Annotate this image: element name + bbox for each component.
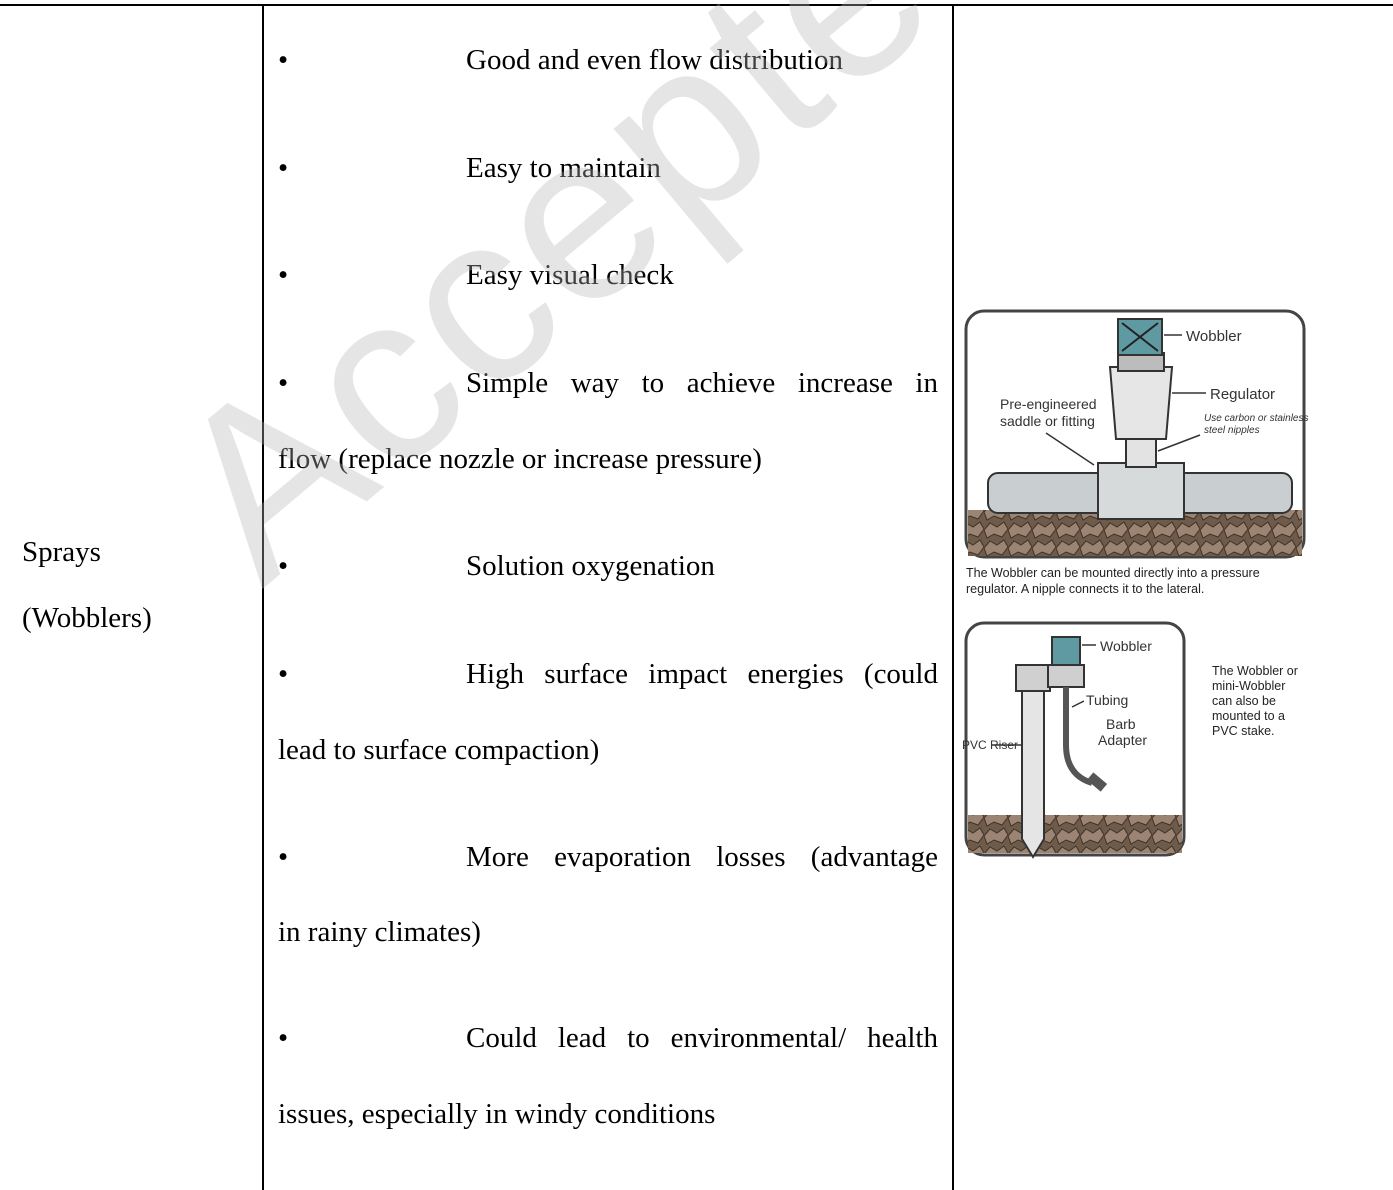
label-barb-2: Adapter: [1098, 732, 1147, 748]
bullet-text: Simple way to achieve increase in: [466, 367, 938, 399]
bottom-panel: Wobbler Tubing Barb Adapter PVC Riser: [962, 621, 1186, 859]
wobbler-mounting-figure: Wobbler Regulator Pre-engineered saddle …: [962, 309, 1309, 859]
bullet-dot: •: [278, 1022, 289, 1054]
bullet-text: Could lead to environmental/ health: [466, 1022, 938, 1054]
table-top-border: [0, 4, 1393, 6]
label-wobbler-2: Wobbler: [1100, 638, 1152, 654]
bullet-text: High surface impact energies (could: [466, 658, 938, 690]
label-tubing: Tubing: [1086, 692, 1128, 708]
side-caption-line-1: The Wobbler or: [1212, 664, 1298, 678]
side-caption-line-3: can also be: [1212, 694, 1276, 708]
bullet-text: Good and even flow distribution: [466, 44, 843, 76]
column-divider-right: [952, 4, 954, 1190]
bullet-dot: •: [278, 841, 289, 873]
row-label-line-2: (Wobblers): [22, 602, 152, 634]
bullet-continuation: in rainy climates): [278, 916, 481, 948]
bullet-text: Easy visual check: [466, 259, 674, 291]
top-panel: Wobbler Regulator Pre-engineered saddle …: [964, 309, 1309, 559]
label-saddle-1: Pre-engineered: [1000, 396, 1097, 412]
side-caption-line-4: mounted to a: [1212, 709, 1285, 723]
column-divider-left: [262, 4, 264, 1190]
bullet-text: Solution oxygenation: [466, 550, 715, 582]
top-caption-line-1: The Wobbler can be mounted directly into…: [966, 566, 1260, 580]
row-label-line-1: Sprays: [22, 536, 101, 568]
bullet-continuation: flow (replace nozzle or increase pressur…: [278, 443, 762, 475]
bullet-dot: •: [278, 550, 289, 582]
label-pvc-riser: PVC Riser: [962, 738, 1018, 752]
bullet-text: More evaporation losses (advantage: [466, 841, 938, 873]
bullet-dot: •: [278, 44, 289, 76]
bullet-dot: •: [278, 152, 289, 184]
label-regulator: Regulator: [1210, 386, 1275, 403]
label-barb-1: Barb: [1106, 716, 1136, 732]
label-nipples-1: Use carbon or stainless: [1204, 413, 1309, 424]
label-saddle-2: saddle or fitting: [1000, 413, 1095, 429]
bullet-dot: •: [278, 367, 289, 399]
top-caption-line-2: regulator. A nipple connects it to the l…: [966, 582, 1204, 596]
bullet-dot: •: [278, 259, 289, 291]
side-caption-line-5: PVC stake.: [1212, 724, 1275, 738]
label-nipples-2: steel nipples: [1204, 425, 1260, 436]
bullet-continuation: lead to surface compaction): [278, 734, 600, 766]
bullet-continuation: issues, especially in windy conditions: [278, 1098, 716, 1130]
bullet-text: Easy to maintain: [466, 152, 661, 184]
bullet-dot: •: [278, 658, 289, 690]
label-wobbler: Wobbler: [1186, 328, 1242, 345]
side-caption-line-2: mini-Wobbler: [1212, 679, 1285, 693]
